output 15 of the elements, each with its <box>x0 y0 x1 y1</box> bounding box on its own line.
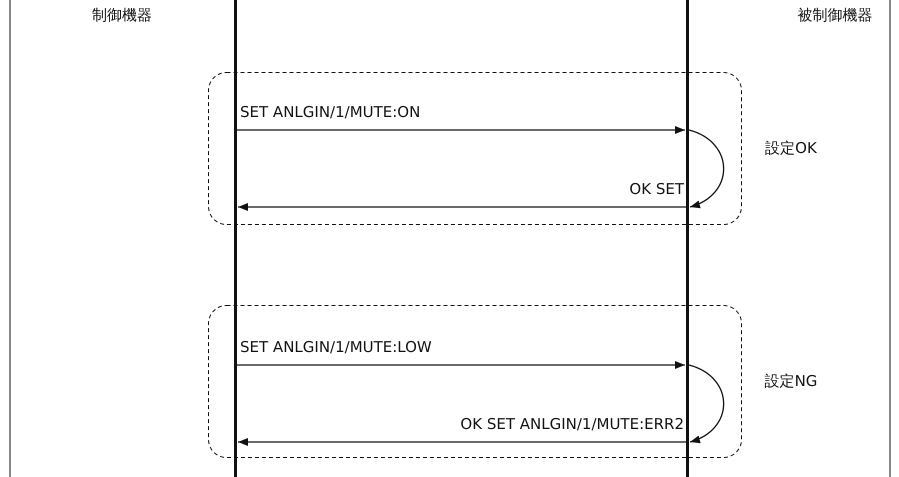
status-label: 設定NG <box>764 372 818 390</box>
lifeline <box>234 0 237 477</box>
message-arrow <box>237 126 685 134</box>
message-arrow <box>237 361 685 369</box>
lifeline-header: 制御機器 <box>92 6 152 24</box>
edge-label: SET ANLGIN/1/MUTE:LOW <box>240 338 432 356</box>
message-arrow <box>238 438 686 446</box>
edge-label: SET ANLGIN/1/MUTE:ON <box>240 103 420 121</box>
self-arrow <box>688 129 724 208</box>
lifeline <box>686 0 689 477</box>
message-arrow <box>238 203 686 211</box>
status-label: 設定OK <box>765 139 817 157</box>
self-arrow <box>688 364 724 443</box>
lifeline-header: 被制御機器 <box>798 6 872 24</box>
edge-label: OK SET ANLGIN/1/MUTE:ERR2 <box>460 415 684 433</box>
